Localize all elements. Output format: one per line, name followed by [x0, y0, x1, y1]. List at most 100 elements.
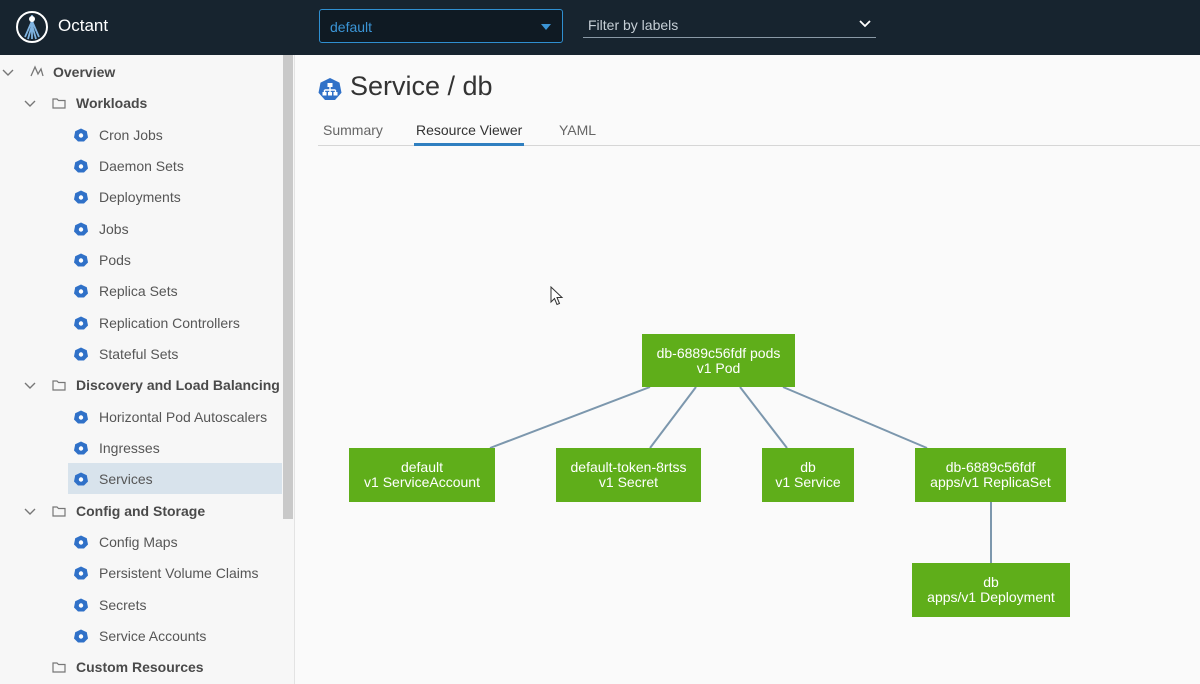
chevron-down-icon[interactable] [2, 66, 14, 78]
kubernetes-resource-icon [74, 159, 88, 173]
top-bar: Octant default Filter by labels [0, 0, 1200, 55]
sidebar-group-label: Discovery and Load Balancing [76, 377, 280, 393]
folder-icon [52, 98, 66, 109]
overview-icon [30, 65, 44, 77]
node-name: default [400, 459, 444, 475]
sidebar-item-label: Horizontal Pod Autoscalers [99, 409, 268, 425]
kubernetes-resource-icon [74, 472, 88, 486]
sidebar-item-deployments[interactable]: Deployments [68, 181, 282, 212]
folder-icon [52, 380, 66, 391]
kubernetes-resource-icon [74, 441, 88, 455]
sidebar-item-replica-sets[interactable]: Replica Sets [68, 275, 282, 306]
namespace-select[interactable]: default [319, 9, 563, 43]
node-name: db-6889c56fdf [945, 459, 1036, 475]
sidebar-item-services[interactable]: Services [68, 463, 282, 494]
sidebar-item-persistent-volume-claims[interactable]: Persistent Volume Claims [68, 557, 282, 588]
sidebar-group-config-storage[interactable]: Config and Storage [0, 495, 283, 526]
node-kind: v1 ServiceAccount [364, 474, 480, 490]
kubernetes-resource-icon [74, 128, 88, 142]
tab-summary[interactable]: Summary [323, 122, 383, 138]
sidebar-item-service-accounts[interactable]: Service Accounts [68, 620, 282, 651]
chevron-down-icon [859, 20, 871, 28]
kubernetes-resource-icon [74, 347, 88, 361]
sidebar-item-label: Replication Controllers [99, 315, 240, 331]
sidebar-item-config-maps[interactable]: Config Maps [68, 526, 282, 557]
sidebar-group-workloads[interactable]: Workloads [0, 87, 283, 118]
sidebar-item-label: Cron Jobs [99, 127, 163, 143]
sidebar-item-daemon-sets[interactable]: Daemon Sets [68, 150, 282, 181]
sidebar-item-label: Jobs [99, 221, 129, 237]
sidebar-item-label: Overview [53, 64, 116, 80]
node-name: db-6889c56fdf pods [656, 344, 781, 361]
tab-yaml[interactable]: YAML [559, 122, 597, 138]
folder-icon [52, 662, 66, 673]
node-kind: apps/v1 ReplicaSet [930, 474, 1051, 490]
sidebar-item-overview[interactable]: Overview [0, 56, 283, 87]
chevron-down-icon[interactable] [24, 97, 36, 109]
mouse-cursor-icon [550, 286, 564, 306]
sidebar-item-replication-controllers[interactable]: Replication Controllers [68, 307, 282, 338]
sidebar-item-cron-jobs[interactable]: Cron Jobs [68, 119, 282, 150]
sidebar-group-custom-resources[interactable]: Custom Resources [0, 651, 283, 682]
kubernetes-resource-icon [74, 190, 88, 204]
chevron-down-icon[interactable] [24, 379, 36, 391]
app-title: Octant [58, 16, 109, 35]
graph-edge [649, 386, 697, 449]
sidebar-item-label: Config Maps [99, 534, 178, 550]
sidebar-item-secrets[interactable]: Secrets [68, 589, 282, 620]
graph-node-service[interactable]: db v1 Service [762, 448, 854, 502]
graph-node-secret[interactable]: default-token-8rtss v1 Secret [556, 448, 701, 502]
sidebar-item-jobs[interactable]: Jobs [68, 213, 282, 244]
page-title: Service / db [350, 71, 493, 101]
folder-icon [52, 506, 66, 517]
node-name: default-token-8rtss [570, 459, 687, 475]
graph-node-replicaset[interactable]: db-6889c56fdf apps/v1 ReplicaSet [915, 448, 1066, 502]
graph-node-service-account[interactable]: default v1 ServiceAccount [349, 448, 495, 502]
kubernetes-resource-icon [74, 629, 88, 643]
sidebar-item-label: Daemon Sets [99, 158, 184, 174]
caret-down-icon [541, 24, 551, 30]
sidebar-item-stateful-sets[interactable]: Stateful Sets [68, 338, 282, 369]
chevron-down-icon[interactable] [24, 505, 36, 517]
sidebar: Overview Workloads Cron Jobs Daemon Sets… [0, 55, 295, 684]
sidebar-item-horizontal-pod-autoscalers[interactable]: Horizontal Pod Autoscalers [68, 401, 282, 432]
sidebar-item-label: Persistent Volume Claims [99, 565, 259, 581]
sidebar-item-label: Secrets [99, 597, 147, 613]
node-kind: apps/v1 Deployment [927, 589, 1055, 605]
sidebar-group-discovery-load-balancing[interactable]: Discovery and Load Balancing [0, 369, 283, 400]
kubernetes-resource-icon [74, 598, 88, 612]
node-kind: v1 Pod [696, 359, 741, 376]
kubernetes-resource-icon [74, 535, 88, 549]
node-name: db [983, 574, 999, 590]
label-filter-placeholder: Filter by labels [588, 17, 679, 33]
graph-node-pod[interactable]: db-6889c56fdf pods v1 Pod [642, 334, 795, 387]
graph-node-deployment[interactable]: db apps/v1 Deployment [912, 563, 1070, 617]
sidebar-item-label: Service Accounts [99, 628, 207, 644]
kubernetes-resource-icon [74, 316, 88, 330]
node-name: db [800, 459, 816, 475]
sidebar-item-ingresses[interactable]: Ingresses [68, 432, 282, 463]
tab-resource-viewer[interactable]: Resource Viewer [414, 122, 525, 146]
octant-logo-icon[interactable] [16, 10, 48, 44]
label-filter-dropdown[interactable]: Filter by labels [583, 12, 876, 38]
node-kind: v1 Secret [598, 474, 659, 490]
graph-edge [739, 386, 788, 449]
resource-graph: db-6889c56fdf pods v1 Pod default v1 Ser… [296, 55, 1200, 684]
sidebar-item-label: Deployments [99, 189, 181, 205]
main-content: Service / db Summary Resource Viewer YAM… [296, 55, 1200, 684]
sidebar-item-pods[interactable]: Pods [68, 244, 282, 275]
tab-bar: Summary Resource Viewer YAML [318, 117, 1200, 146]
sidebar-item-label: Services [99, 471, 153, 487]
kubernetes-resource-icon [74, 566, 88, 580]
sidebar-group-label: Config and Storage [76, 503, 206, 519]
sidebar-item-label: Pods [99, 252, 131, 268]
sidebar-scrollbar[interactable] [283, 55, 293, 519]
graph-edge [489, 386, 651, 449]
graph-edges [489, 386, 992, 563]
sidebar-item-label: Ingresses [99, 440, 160, 456]
kubernetes-resource-icon [74, 284, 88, 298]
service-icon [318, 78, 342, 100]
node-kind: v1 Service [775, 474, 841, 490]
graph-edge [782, 386, 928, 449]
sidebar-item-label: Replica Sets [99, 283, 178, 299]
